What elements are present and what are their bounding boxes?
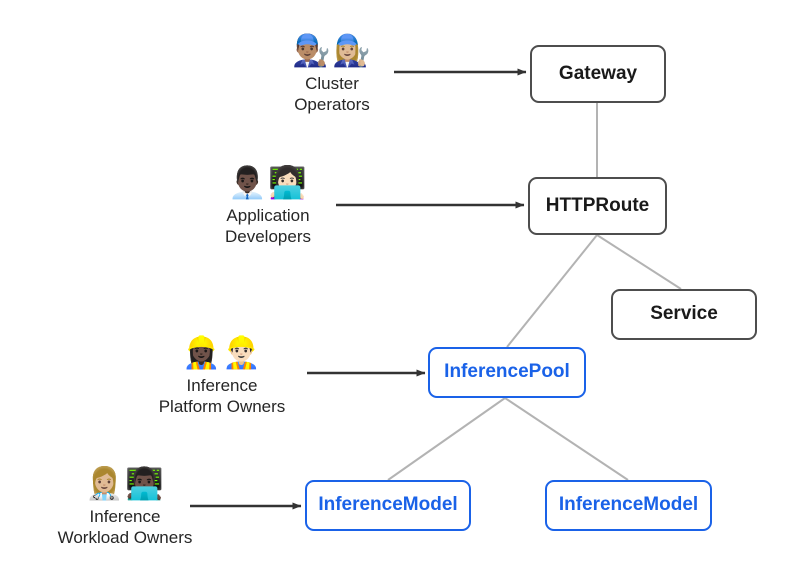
actor-inference-workload-owners: 👩🏼‍⚕️👨🏿‍💻 Inference Workload Owners [25, 463, 225, 548]
woman-health-worker-icon man-technologist-icon: 👩🏼‍⚕️👨🏿‍💻 [85, 465, 165, 501]
node-gateway[interactable]: Gateway [530, 45, 666, 103]
node-httproute[interactable]: HTTPRoute [528, 177, 667, 235]
actor-inference-platform-owners: 👷🏿‍♀️👷🏻‍♂️ Inference Platform Owners [122, 332, 322, 417]
edge-inferencepool-to-inferencemodel1 [387, 397, 506, 481]
node-service[interactable]: Service [611, 289, 757, 340]
node-inferencepool[interactable]: InferencePool [428, 347, 586, 398]
actor-label: Inference Workload Owners [57, 507, 193, 547]
edge-httproute-to-inferencepool [506, 234, 598, 348]
actor-cluster-operators: 👨🏽‍🔧👩🏼‍🔧 Cluster Operators [232, 30, 432, 115]
actor-application-developers: 👨🏿‍💼👩🏻‍💻 Application Developers [168, 162, 368, 247]
node-label: Gateway [558, 62, 638, 84]
node-label: InferenceModel [558, 494, 699, 516]
node-label: InferencePool [444, 361, 570, 383]
node-inferencemodel1[interactable]: InferenceModel [305, 480, 471, 531]
node-label: HTTPRoute [545, 194, 650, 216]
node-label: InferenceModel [318, 494, 458, 516]
edge-httproute-to-service [596, 234, 682, 290]
man-mechanic-icon woman-mechanic-icon: 👨🏽‍🔧👩🏼‍🔧 [292, 32, 372, 68]
actor-arrows [190, 68, 527, 510]
woman-construction-worker-icon man-construction-worker-icon: 👷🏿‍♀️👷🏻‍♂️ [182, 334, 262, 370]
actor-label: Cluster Operators [294, 74, 370, 114]
node-label: Service [650, 303, 718, 325]
actor-label: Application Developers [225, 206, 311, 246]
node-inferencemodel2[interactable]: InferenceModel [545, 480, 712, 531]
man-office-worker-icon woman-technologist-icon: 👨🏿‍💼👩🏻‍💻 [228, 164, 308, 200]
actor-label: Inference Platform Owners [158, 376, 286, 416]
edge-inferencepool-to-inferencemodel2 [504, 397, 629, 481]
